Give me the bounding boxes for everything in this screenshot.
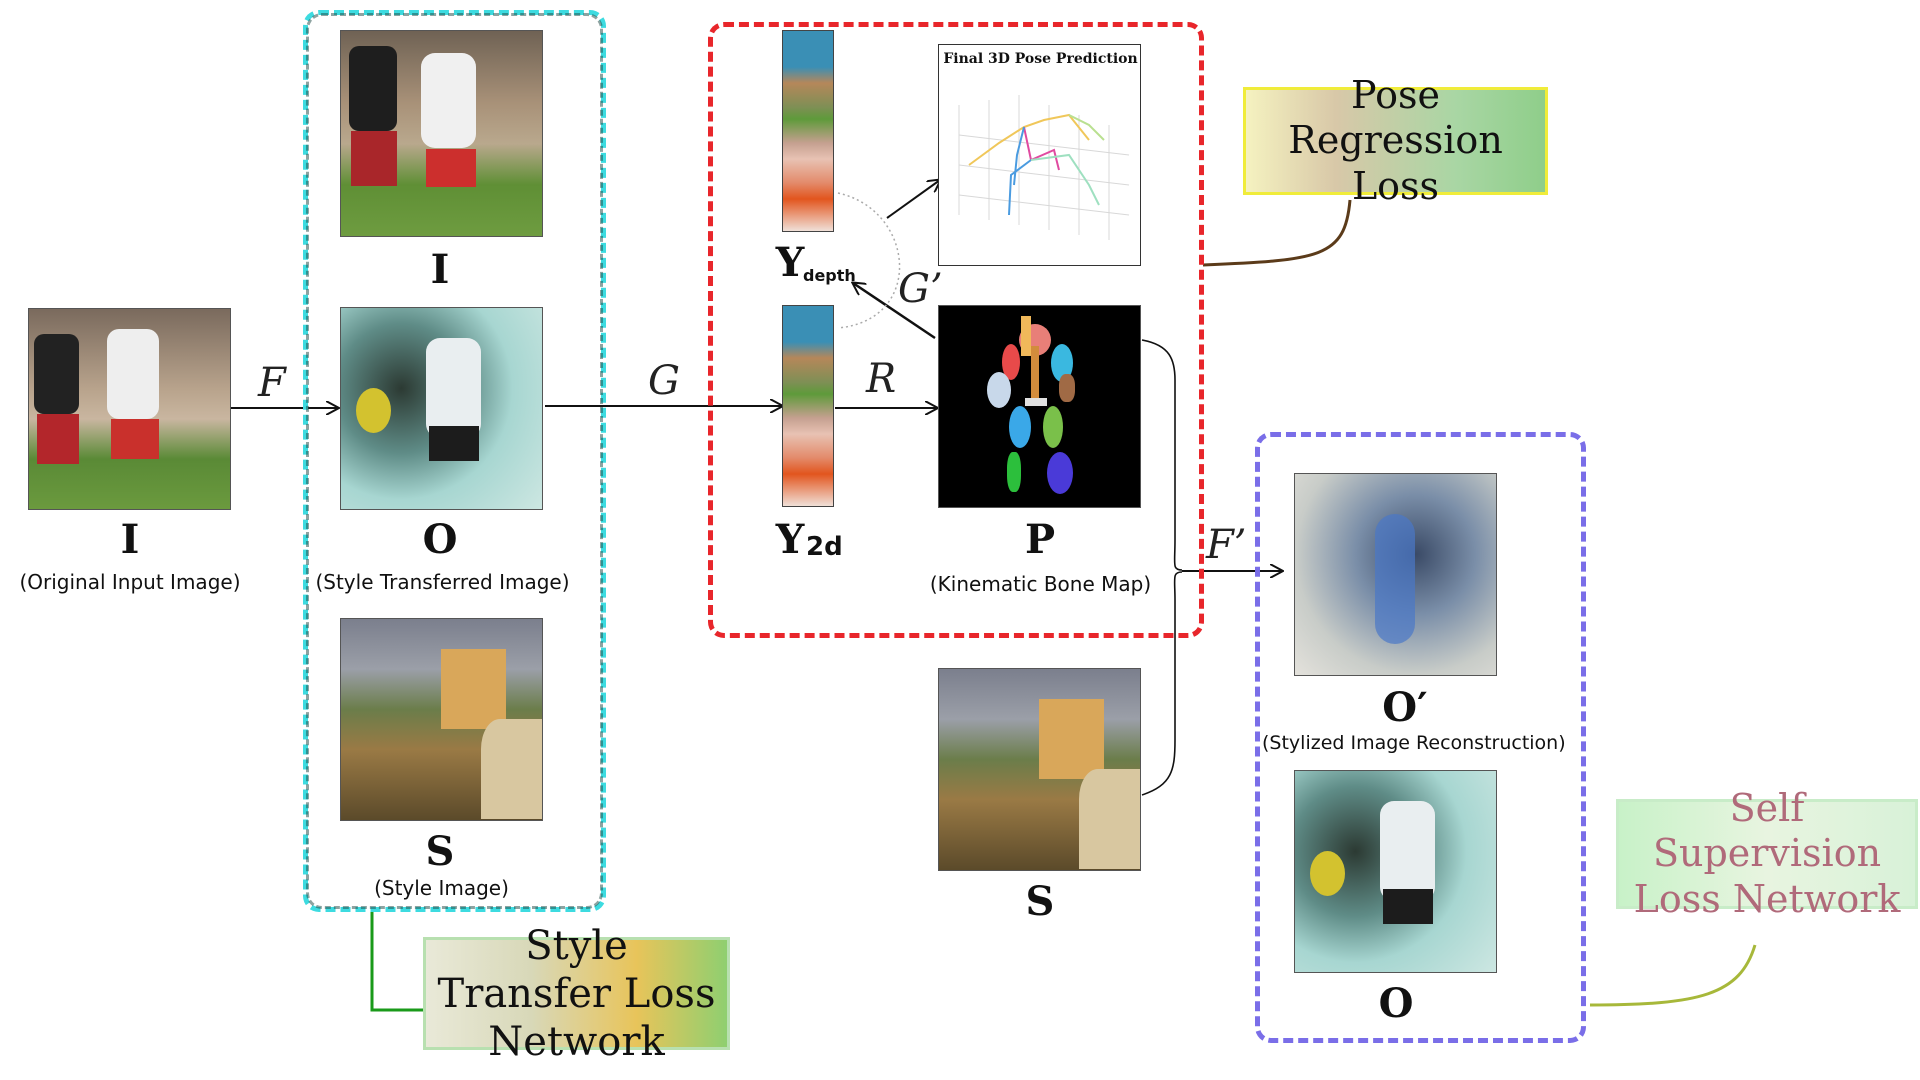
bone-left-forearm xyxy=(987,372,1011,408)
bracket-P-to-F-prime xyxy=(1141,339,1183,571)
player-figure xyxy=(1380,801,1435,901)
caption-kinematic-bone-map: (Kinematic Bone Map) xyxy=(929,572,1152,596)
player-shorts-red xyxy=(37,414,79,464)
player-figure xyxy=(426,338,481,438)
player-shorts-red xyxy=(351,131,397,186)
image-I xyxy=(340,30,543,237)
yellow-blob xyxy=(356,388,391,433)
symbol-O-self: O xyxy=(1378,980,1414,1027)
bone-right-shin xyxy=(1047,452,1073,494)
pose-regression-loss-label: Pose Regression Loss xyxy=(1243,73,1548,208)
symbol-O-prime: O′ xyxy=(1382,684,1428,731)
y-2d-heatmap-bar xyxy=(782,305,834,507)
self-supervision-group xyxy=(1255,432,1586,1043)
rock xyxy=(481,719,542,819)
arrow-G-prime xyxy=(853,283,936,340)
plot-graphic xyxy=(958,95,1130,240)
plot-title: Final 3D Pose Prediction xyxy=(943,51,1138,67)
pose-regression-group xyxy=(708,22,1204,638)
bracket-S-to-F-prime xyxy=(1141,571,1183,796)
bone-right-forearm xyxy=(1059,374,1075,402)
player-figure-dark xyxy=(349,46,397,131)
bone-pelvis xyxy=(1025,398,1047,406)
symbol-P: P xyxy=(1024,516,1056,563)
arrow-to-3d-plot xyxy=(886,180,940,219)
house xyxy=(1039,699,1104,779)
caption-original-input: (Original Input Image) xyxy=(19,570,241,594)
house xyxy=(441,649,506,729)
operator-G: G xyxy=(648,358,680,404)
rock xyxy=(1079,769,1140,869)
symbol-O: O xyxy=(422,516,458,563)
operator-R: R xyxy=(866,356,897,402)
bone-left-shin xyxy=(1007,452,1021,492)
bone-right-thigh xyxy=(1043,406,1063,448)
blurred-figure xyxy=(1375,514,1415,644)
bone-spine xyxy=(1031,346,1039,401)
self-supervision-loss-label: Self Supervision Loss Network xyxy=(1616,786,1918,921)
player-shorts xyxy=(429,426,479,461)
connector-style-loss xyxy=(370,912,425,1012)
image-O-self xyxy=(1294,770,1497,973)
yellow-blob xyxy=(1310,851,1345,896)
player-figure xyxy=(107,329,159,419)
y-depth-heatmap-bar xyxy=(782,30,834,232)
caption-stylized-reconstruction: (Stylized Image Reconstruction) xyxy=(1262,732,1566,754)
style-transfer-loss-label: Style Transfer Loss Network xyxy=(423,923,730,1065)
bone-left-upper-arm xyxy=(1002,344,1020,380)
operator-G-prime: G’ xyxy=(898,266,943,312)
player-shorts xyxy=(426,149,476,187)
bone-neck xyxy=(1021,316,1031,356)
symbol-S-middle: S xyxy=(1025,878,1055,925)
original-input-image xyxy=(28,308,231,510)
player-figure xyxy=(421,53,476,148)
final-3d-pose-plot: Final 3D Pose Prediction xyxy=(938,44,1141,266)
bone-right-upper-arm xyxy=(1051,344,1073,382)
operator-F: F xyxy=(258,360,286,406)
image-S-middle xyxy=(938,668,1141,871)
connector-self-loss xyxy=(1589,944,1757,1007)
connector-pose-loss xyxy=(1202,199,1352,267)
caption-style-image: (Style Image) xyxy=(374,876,509,900)
style-transfer-group xyxy=(303,10,606,912)
symbol-Y-depth-subscript: depth xyxy=(803,266,856,285)
symbol-I-input: I xyxy=(120,516,140,563)
symbol-I: I xyxy=(430,246,450,293)
player-shorts xyxy=(111,419,159,459)
caption-style-transferred: (Style Transferred Image) xyxy=(315,570,570,594)
player-shorts xyxy=(1383,889,1433,924)
Y-main: Y xyxy=(775,516,805,563)
symbol-Y-2d: Y xyxy=(770,520,810,560)
player-figure-dark xyxy=(34,334,79,414)
bone-left-thigh xyxy=(1009,406,1031,448)
image-O-prime-reconstruction xyxy=(1294,473,1497,676)
symbol-Y-depth: Y xyxy=(770,243,810,283)
image-O-style-transferred xyxy=(340,307,543,510)
symbol-S: S xyxy=(425,828,455,875)
symbol-Y-2d-subscript: 2d xyxy=(806,532,843,562)
style-transfer-group-inner xyxy=(306,13,603,909)
operator-F-prime: F’ xyxy=(1206,522,1247,568)
Y-main: Y xyxy=(775,239,805,286)
dotted-arc xyxy=(837,192,901,329)
image-S-style xyxy=(340,618,543,821)
kinematic-bone-map xyxy=(938,305,1141,508)
